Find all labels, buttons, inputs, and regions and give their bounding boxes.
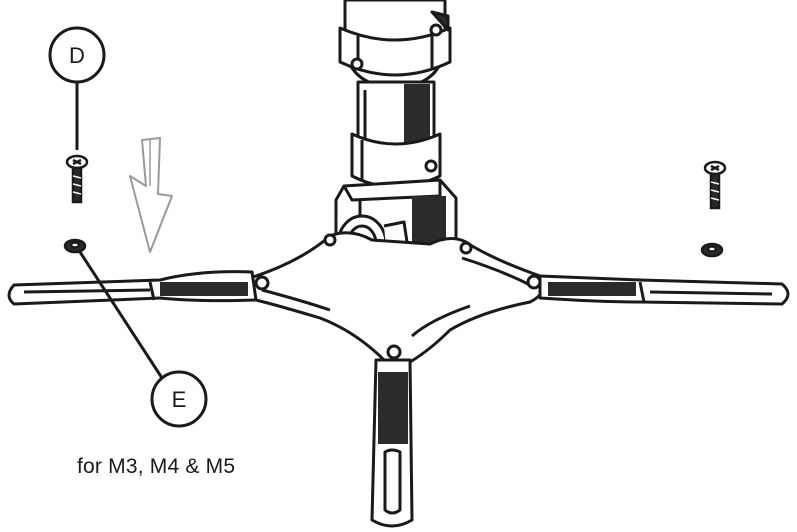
screw-size-caption: for M3, M4 & M5 <box>77 455 236 478</box>
spider-bracket <box>7 231 790 528</box>
callout-screw: D <box>48 26 106 150</box>
screw-right <box>703 160 727 210</box>
down-arrow-outline-icon <box>129 137 173 253</box>
callout-screw-label: D <box>69 43 85 68</box>
washer-left <box>63 238 87 254</box>
callout-washer: E <box>78 251 208 428</box>
screw-left <box>65 154 89 204</box>
callout-washer-label: E <box>172 387 187 412</box>
washer-right <box>700 242 724 258</box>
mount-pole <box>338 0 452 189</box>
